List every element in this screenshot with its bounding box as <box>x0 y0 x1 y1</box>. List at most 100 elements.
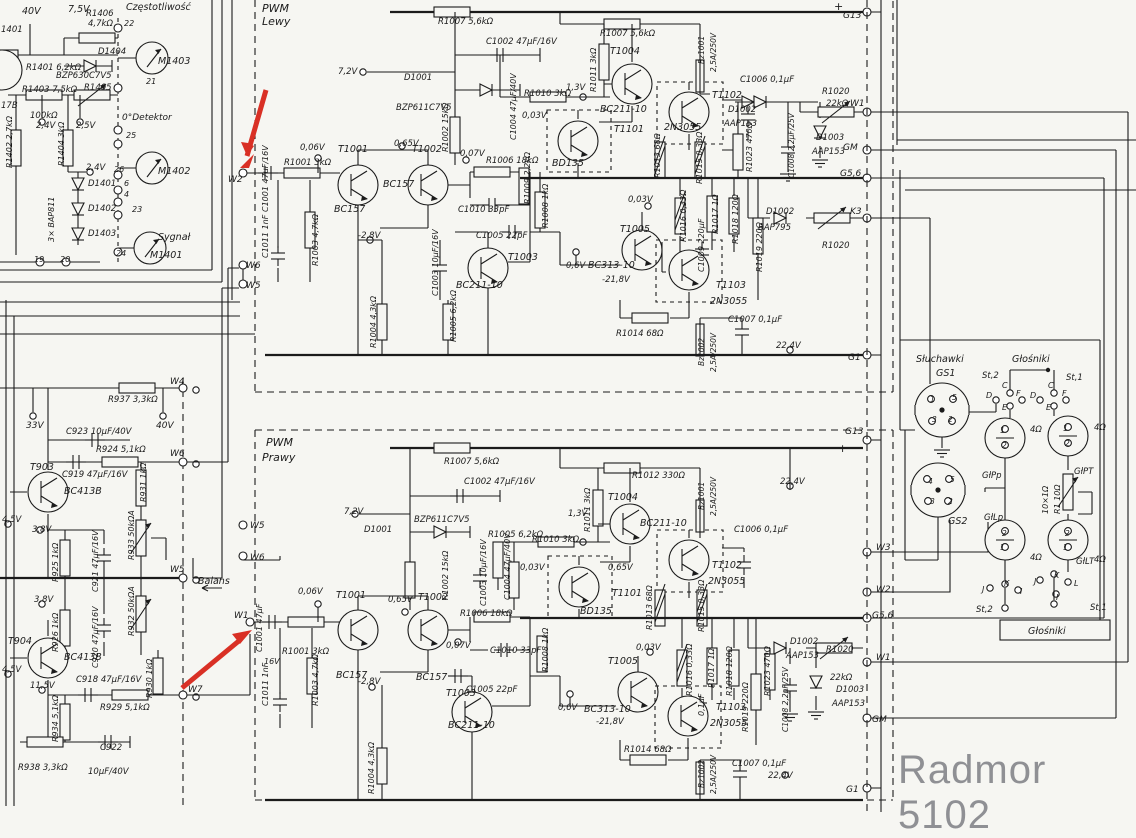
schematic-label: 1 <box>1063 543 1068 552</box>
schematic-label: AAP153 <box>723 119 757 129</box>
schematic-label: D1002 <box>766 207 794 217</box>
schematic-label: Bz1001 <box>697 482 706 510</box>
schematic-label: R1003 4,7kΩ <box>311 213 320 266</box>
schematic-label: T1005 <box>608 656 638 667</box>
schematic-label: T1101 <box>614 124 644 135</box>
schematic-label: G5,6 <box>872 611 894 621</box>
schematic-label: 2,4V <box>86 163 107 173</box>
schematic-label: 26 <box>114 165 124 174</box>
schematic-label: 22 <box>124 19 134 28</box>
schematic-label: R1012 330Ω <box>632 471 685 481</box>
schematic-label: R938 3,3kΩ <box>18 763 68 773</box>
speaker-glpp <box>984 417 1026 459</box>
schematic-label: R1018 120Ω <box>731 193 740 244</box>
speaker-gllt <box>1047 519 1089 561</box>
schematic-label: W6 <box>250 553 265 563</box>
schematic-label: R1001 3kΩ <box>282 647 330 657</box>
schematic-label: -21,8V <box>596 717 625 727</box>
schematic-label: R932 50kΩA <box>127 586 136 636</box>
schematic-label: L <box>1074 579 1078 588</box>
schematic-label: 2N3055 <box>664 122 701 133</box>
schematic-label: C1008 2,2µF/25V <box>787 112 796 178</box>
schematic-label: W1 <box>850 99 865 109</box>
schematic-label: 33V <box>26 421 44 431</box>
schematic-label: 10×1Ω <box>1041 485 1050 514</box>
schematic-label: 4Ω <box>1094 423 1106 433</box>
red-arrow-w2 <box>240 89 269 168</box>
schematic-label: C923 10µF/40V <box>66 427 133 437</box>
schematic-label: R1007 5,6kΩ <box>444 457 500 467</box>
schematic-label: R1007 5,6kΩ <box>438 17 494 27</box>
schematic-label: BC211-10 <box>448 720 495 731</box>
schematic-label: T1003 <box>446 688 476 699</box>
schematic-label: R1015 0,33Ω <box>695 131 704 184</box>
schematic-label: BC211-10 <box>640 518 687 529</box>
schematic-label: 22,4V <box>768 771 794 781</box>
schematic-label: 2 <box>948 497 953 506</box>
schematic-label: 11,5V <box>30 681 56 691</box>
schematic-label: 4,7kΩ <box>88 19 113 29</box>
headphone-socket-gs1 <box>910 382 974 438</box>
schematic-label: C1007 0,1µF <box>728 315 782 325</box>
preamp-section <box>0 267 255 806</box>
schematic-label: R1002 15kΩ <box>441 102 450 152</box>
schematic-label: D <box>1030 391 1036 400</box>
schematic-label: 19 <box>34 255 44 264</box>
schematic-label: T1001 <box>336 590 366 601</box>
schematic-label: R1014 68Ω <box>624 745 672 755</box>
schematic-label: BZP611C7V5 <box>396 103 452 113</box>
schematic-label: R1004 4,3kΩ <box>369 295 378 348</box>
schematic-label: 20 <box>60 255 70 264</box>
schematic-label: 2N3055 <box>710 718 747 729</box>
schematic-label: 0,6V <box>566 261 587 271</box>
schematic-label: R1023 470Ω <box>745 121 754 172</box>
schematic-label: C1010 33pF <box>490 646 541 656</box>
schematic-label: C1005 22pF <box>466 685 517 695</box>
schematic-label: 2,4V <box>36 121 57 131</box>
schematic-label: Balans <box>198 576 230 587</box>
schematic-label: C1002 47µF/16V <box>464 477 536 487</box>
schematic-label: 1401 <box>1 25 23 35</box>
schematic-label: St,2 <box>982 371 999 381</box>
schematic-label: 0,07V <box>446 641 472 651</box>
schematic-label: R1405 <box>84 83 112 93</box>
schematic-label: R934 5,1kΩ <box>51 694 60 742</box>
schematic-label: GłLT <box>1076 557 1095 567</box>
schematic-label: C921 47µF/16V <box>91 530 100 592</box>
schematic-label: R933 50kΩA <box>127 510 136 560</box>
schematic-label: Lewy <box>262 15 291 28</box>
schematic-label: W6 <box>246 261 261 271</box>
schematic-label: 2 <box>1002 441 1007 450</box>
schematic-label: J <box>1032 577 1037 586</box>
schematic-label: R1023 470Ω <box>763 645 772 696</box>
schematic-label: 0,65V <box>608 563 634 573</box>
schematic-label: BC313-10 <box>584 704 631 715</box>
schematic-label: BC211-10 <box>600 104 647 115</box>
schematic-label: C919 47µF/16V <box>62 470 129 480</box>
annotation-arrows <box>180 89 269 690</box>
schematic-label: Słuchawki <box>916 354 964 365</box>
schematic-label: W5 <box>246 281 261 291</box>
schematic-label: GłPp <box>982 471 1002 481</box>
schematic-label: R1403 7,5kΩ <box>22 85 78 95</box>
schematic-label: R1015 0,33Ω <box>697 579 706 632</box>
schematic-label: C1002 47µF/16V <box>486 37 558 47</box>
schematic-label: R1011 3kΩ <box>589 47 598 92</box>
schematic-label: 2,5A/250V <box>709 332 718 372</box>
schematic-label: St,1 <box>1066 373 1083 383</box>
schematic-label: 0,65V <box>394 139 420 149</box>
schematic-label: G5,6 <box>840 169 862 179</box>
schematic-label: R1013 68Ω <box>645 584 654 630</box>
schematic-label: 0,6V <box>558 703 579 713</box>
output-panel <box>900 339 1111 641</box>
schematic-label: R1 10Ω <box>1053 484 1062 514</box>
schematic-label: R937 3,3kΩ <box>108 395 158 405</box>
schematic-label: R1001 3kΩ <box>284 158 332 168</box>
schematic-label: C1010 33pF <box>458 205 509 215</box>
schematic-label: R1016 0,33Ω <box>679 189 688 242</box>
schematic-label: R931 1kΩ <box>139 462 148 502</box>
schematic-label: 22kΩ <box>826 99 849 109</box>
schematic-label: 24 <box>116 249 126 258</box>
schematic-label: R1006 18kΩ <box>460 609 513 619</box>
